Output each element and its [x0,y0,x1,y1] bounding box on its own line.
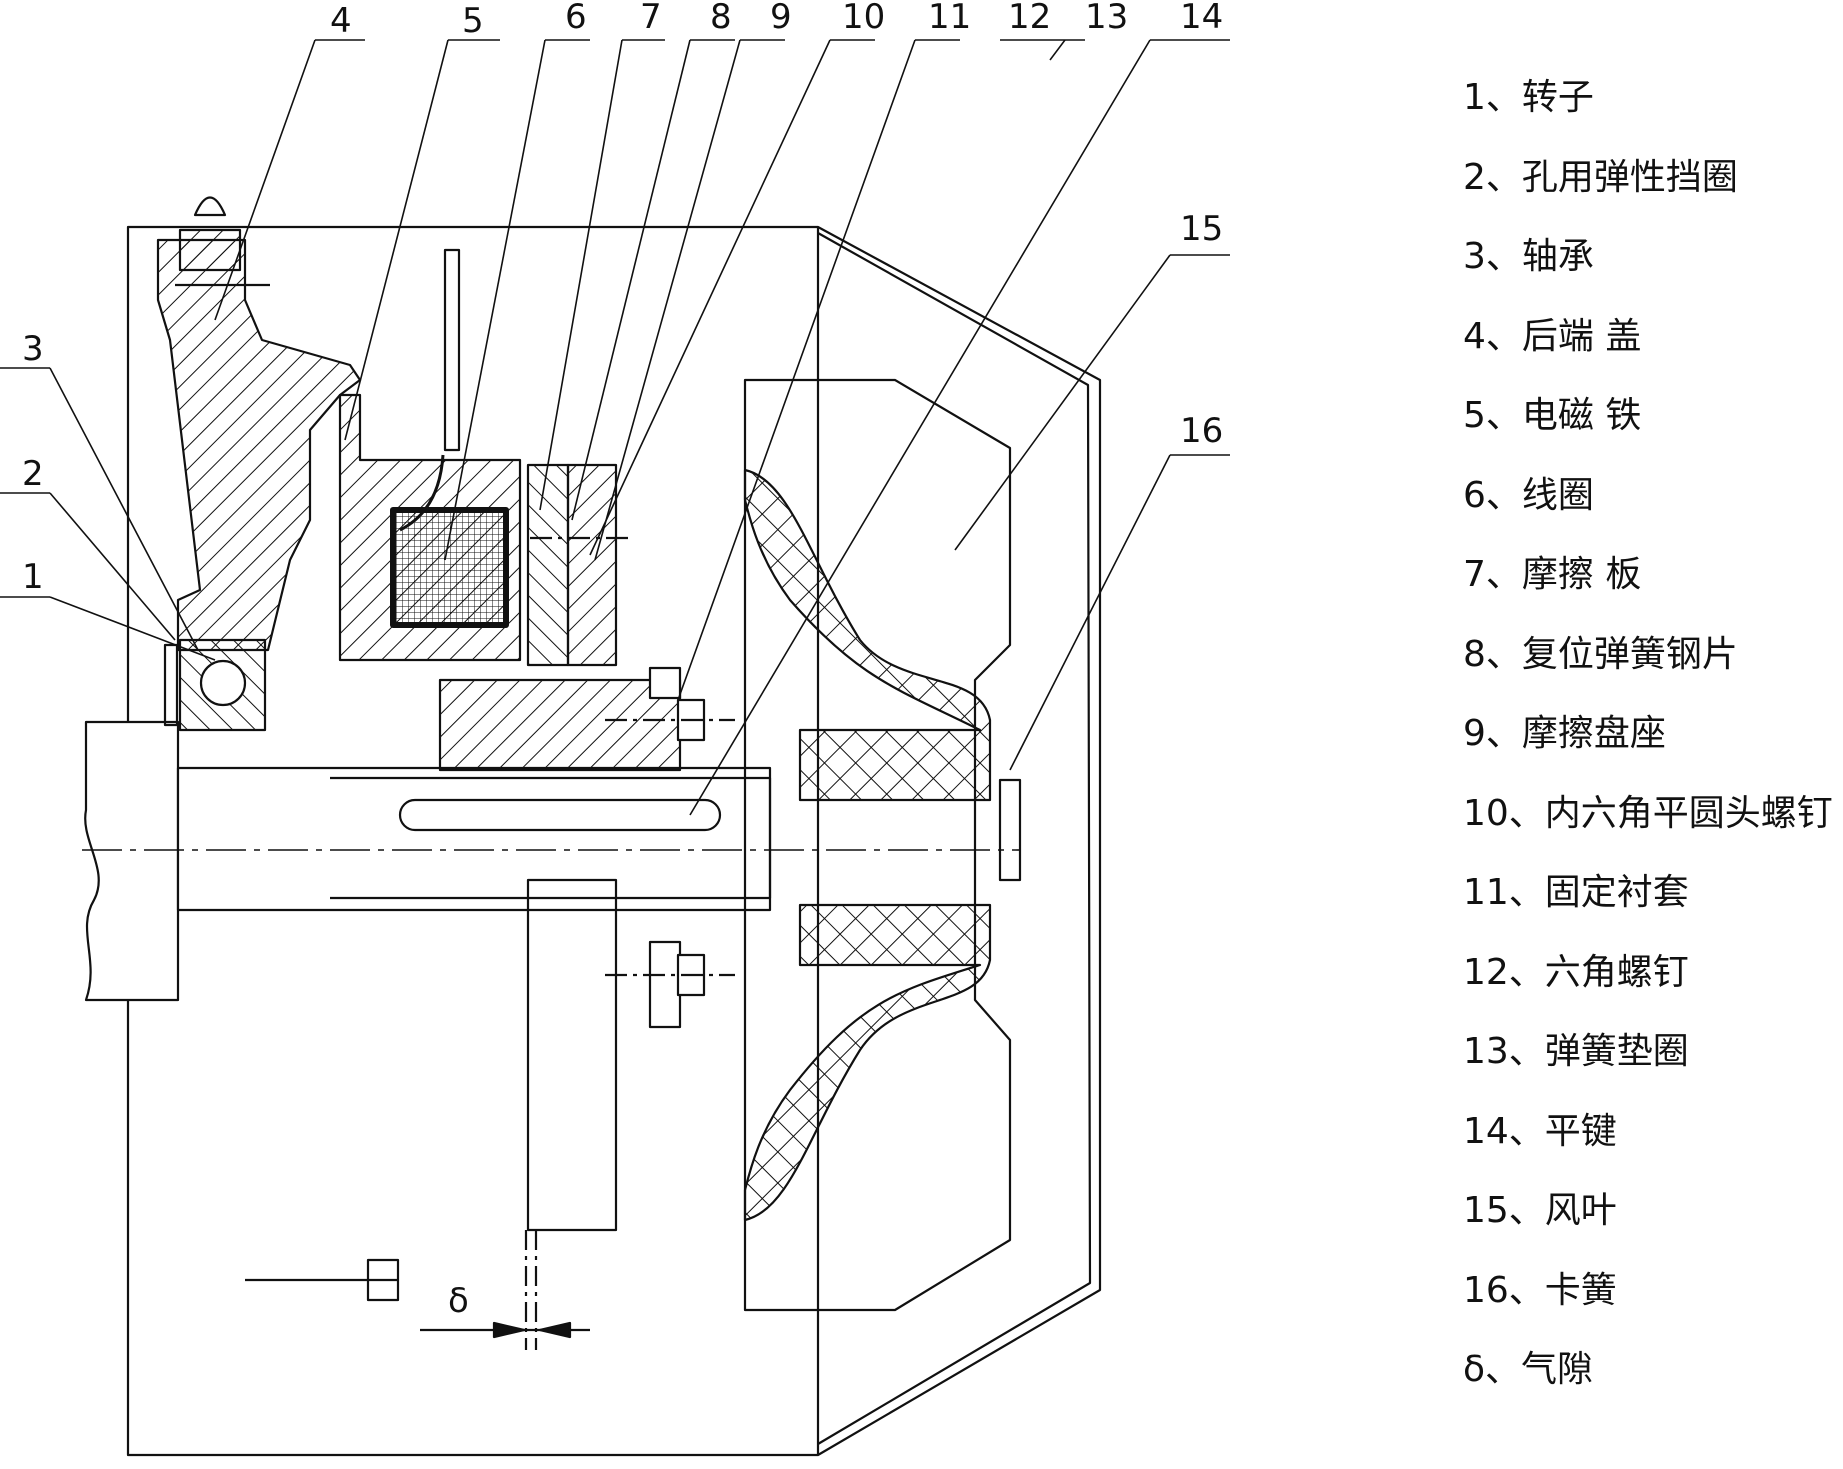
callout-6: 6 [565,0,587,37]
legend-item: 4、后端 盖 [1463,315,1642,357]
callout-12: 12 [1008,0,1051,37]
legend-item: 15、风叶 [1463,1190,1617,1231]
legend-item: 11、固定衬套 [1463,872,1689,913]
callout-9: 9 [770,0,792,37]
callout-1: 1 [22,557,44,597]
callout-5: 5 [462,1,484,41]
coil [391,508,508,627]
callout-4: 4 [330,1,352,41]
legend-item: δ、气隙 [1463,1349,1594,1390]
callout-16: 16 [1180,411,1223,451]
friction-disc-seat [566,463,618,667]
legend-item: 14、平键 [1463,1110,1617,1152]
legend-item: 7、摩擦 板 [1463,554,1642,595]
legend-item: 3、轴承 [1463,236,1594,277]
friction-plate [526,463,570,667]
callout-13: 13 [1085,0,1128,37]
legend-item: 1、转子 [1463,77,1594,118]
legend-item: 6、线圈 [1463,474,1594,516]
legend-item: 8、复位弹簧钢片 [1463,633,1738,675]
fan-outline [743,378,1012,1312]
mounting-bushing [438,678,682,772]
legend-item: 12、六角螺钉 [1463,951,1689,993]
bearing [178,638,267,732]
legend-item: 10、内六角平圆头螺钉 [1463,792,1833,834]
legend-item: 5、电磁 铁 [1463,395,1642,436]
callout-8: 8 [710,0,732,37]
callout-7: 7 [640,0,662,37]
parts-legend: 1、转子 2、孔用弹性挡圈 3、轴承 4、后端 盖 5、电磁 铁 6、线圈 7、… [1463,74,1833,1426]
callout-15: 15 [1180,209,1223,249]
rear-end-cover [156,238,362,652]
callout-10: 10 [842,0,885,37]
legend-item: 2、孔用弹性挡圈 [1463,156,1738,198]
callout-3: 3 [22,329,44,369]
fan-hub [743,468,992,802]
callout-14: 14 [1180,0,1223,37]
legend-item: 16、卡簧 [1463,1269,1617,1311]
callout-11: 11 [928,0,971,37]
legend-item: 9、摩擦盘座 [1463,713,1666,754]
rotor-shaft [84,720,180,1002]
callout-2: 2 [22,454,44,494]
legend-item: 13、弹簧垫圈 [1463,1031,1689,1072]
gap-symbol: δ [448,1281,469,1321]
